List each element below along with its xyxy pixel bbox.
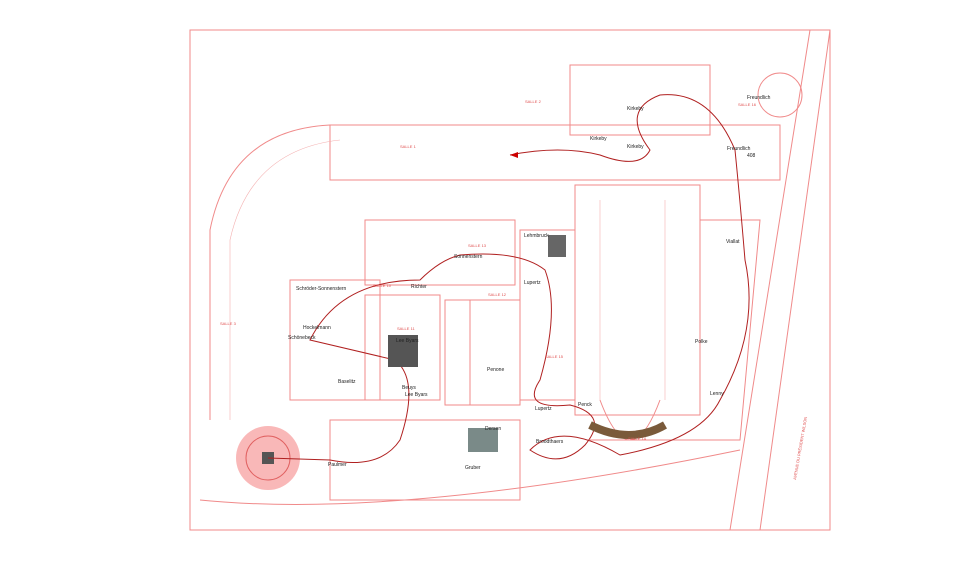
svg-text:SALLE 3: SALLE 3 bbox=[220, 321, 237, 326]
walls bbox=[189, 29, 831, 531]
svg-text:SALLE 1: SALLE 1 bbox=[400, 144, 417, 149]
room-labels: SALLE 1 SALLE 2 SALLE 3 SALLE 10 SALLE 1… bbox=[220, 99, 757, 441]
svg-text:SALLE 12: SALLE 12 bbox=[488, 292, 507, 297]
svg-text:Hockelmann: Hockelmann bbox=[303, 325, 331, 331]
visitor-path bbox=[267, 94, 750, 463]
svg-text:Freundlich: Freundlich bbox=[747, 95, 771, 101]
svg-text:Kirkeby: Kirkeby bbox=[627, 144, 644, 150]
svg-text:Polke: Polke bbox=[695, 339, 708, 345]
svg-text:SALLE 10: SALLE 10 bbox=[373, 283, 392, 288]
svg-text:Beuys: Beuys bbox=[402, 385, 416, 391]
svg-text:SALLE 14: SALLE 14 bbox=[628, 436, 647, 441]
svg-text:Lupertz: Lupertz bbox=[524, 280, 541, 286]
svg-text:SALLE 2: SALLE 2 bbox=[525, 99, 542, 104]
lee-byars-work bbox=[388, 335, 418, 367]
svg-text:Kirkeby: Kirkeby bbox=[627, 106, 644, 112]
svg-text:Sonnenstern: Sonnenstern bbox=[454, 254, 483, 260]
svg-text:SALLE 15: SALLE 15 bbox=[545, 354, 564, 359]
svg-text:Penck: Penck bbox=[578, 402, 592, 408]
svg-text:Penone: Penone bbox=[487, 367, 504, 373]
bench bbox=[588, 421, 667, 439]
svg-text:Freundlich: Freundlich bbox=[727, 146, 751, 152]
svg-text:Broodthaers: Broodthaers bbox=[536, 439, 564, 445]
svg-text:Kirkeby: Kirkeby bbox=[590, 136, 607, 142]
svg-text:SALLE 11: SALLE 11 bbox=[397, 326, 415, 331]
lehmbruck-work bbox=[548, 235, 566, 257]
svg-text:Gruber: Gruber bbox=[465, 465, 481, 471]
svg-text:Baselitz: Baselitz bbox=[338, 379, 356, 385]
artist-labels: Schröder-Sonnenstern Hockelmann Schönebe… bbox=[288, 95, 771, 471]
svg-text:Lenny: Lenny bbox=[710, 391, 724, 397]
dersen-work bbox=[468, 428, 498, 452]
svg-text:SALLE 16: SALLE 16 bbox=[738, 102, 757, 107]
svg-text:Lehmbruck: Lehmbruck bbox=[524, 233, 549, 239]
street-label: AVENUE DU PRÉSIDENT WILSON bbox=[792, 416, 808, 480]
svg-text:Viallat: Viallat bbox=[726, 239, 740, 245]
svg-text:Schönebeck: Schönebeck bbox=[288, 335, 316, 341]
svg-text:Richter: Richter bbox=[411, 284, 427, 290]
svg-text:Schröder-Sonnenstern: Schröder-Sonnenstern bbox=[296, 286, 347, 292]
svg-text:Dersen: Dersen bbox=[485, 426, 501, 432]
svg-text:Lee Byars: Lee Byars bbox=[396, 338, 419, 344]
svg-text:Paulmer: Paulmer bbox=[328, 462, 347, 468]
svg-text:408: 408 bbox=[747, 153, 756, 159]
stair-lines bbox=[599, 200, 666, 400]
svg-text:SALLE 13: SALLE 13 bbox=[468, 243, 487, 248]
svg-text:Lupertz: Lupertz bbox=[535, 406, 552, 412]
svg-text:Lee Byars: Lee Byars bbox=[405, 392, 428, 398]
